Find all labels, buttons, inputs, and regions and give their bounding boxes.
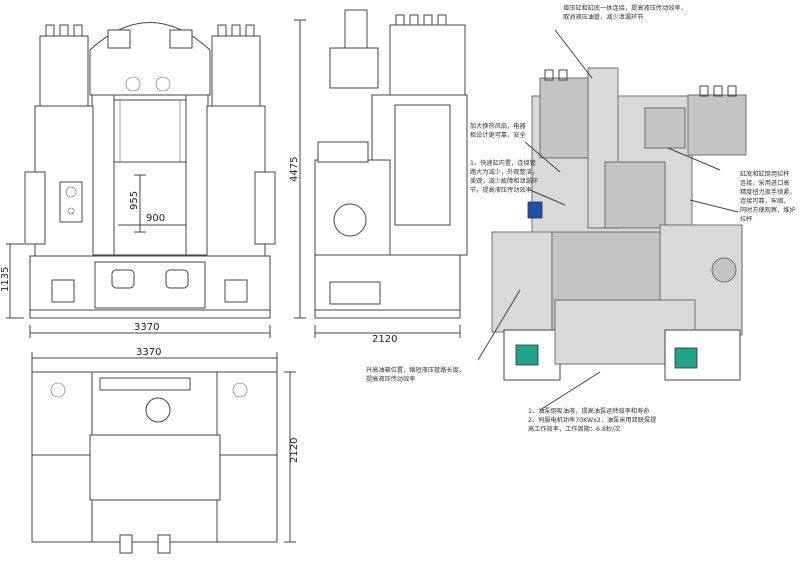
annotation-valve: 1、快速缸内置，连接管 路大为减少，外观整洁， 美观，减少故障和泄漏环 节，提高… [470,159,538,194]
side-porthole [333,203,367,237]
front-gauge-left [125,76,141,92]
note-top-line1: 增压缸和缸底一体连接，提高液压传动效率， [563,4,687,12]
front-motor-left [51,279,75,303]
front-control-panel [59,181,83,223]
front-column-left [91,94,115,256]
note-valve-line2: 路大为减少，外观整洁， [470,168,538,176]
plan-view [31,371,278,554]
front-column-right [185,94,209,256]
isometric-render [491,67,747,381]
front-upper-platen [113,99,187,163]
side-top-cylinder [344,9,368,51]
note-base-line6: 拉杆 [740,215,752,223]
dim-3370-plan: 3370 [136,347,161,358]
dim-3370-front: 3370 [134,322,159,333]
note-base-line4: 连接可靠，牢固， [740,197,790,205]
dim-2120-side: 2120 [372,334,397,345]
dim-900: 900 [146,213,165,224]
annotation-pump: 1、油泵倒吸油液，提高油泵运转效率和寿命 2、伺服电机功率70KWx2，油泵采用… [528,407,656,433]
plan-dimensions: 3370 2120 [31,347,300,543]
note-valve-line4: 节，提高液压传动效率 [470,186,532,194]
note-valve-line3: 美观，减少故障和泄漏环 [470,177,538,185]
front-motor-right [224,279,248,303]
side-dimensions: 4475 2120 [289,19,461,345]
front-valve-block-left [39,35,89,107]
note-top-line2: 取消液压油管，减少泄漏环节 [563,13,643,21]
note-pump-line3: 高工作效率，工作周期：6.8秒/次 [528,425,620,433]
note-cooling-line1: 加大换热风扇，电器 [470,122,526,130]
note-base-line5: 同时方便观察，维护 [740,206,796,214]
front-opening [113,161,187,256]
front-dome-window-right [169,29,193,49]
annotation-cooling: 加大换热风扇，电器 柜设计更可靠，安全 [470,122,526,139]
front-gauge-right [155,76,171,92]
note-cooling-line2: 柜设计更可靠，安全 [470,131,526,139]
dim-1135: 1135 [0,267,11,292]
side-valve-block [389,24,466,96]
front-foot [29,309,271,319]
render-pump [527,201,543,219]
plan-platen [89,434,221,501]
annotation-base: 缸底和缸筒用拉杆 连接，采用进口高 精度扭力扳手锁紧， 连接可靠，牢固， 同时方… [740,170,796,223]
side-motor [329,281,381,305]
note-pump-line2: 2、伺服电机功率70KWx2，油泵采用双联泵提 [528,416,656,424]
dim-2120-plan: 2120 [289,438,300,463]
front-dimensions: 955 900 3370 1135 [0,174,271,338]
note-valve-line1: 1、快速缸内置，连接管 [470,159,536,167]
note-tank-line1: 升高油箱位置，缩短液压管路长度， [366,366,465,374]
render-motor-left [515,344,539,366]
note-base-line2: 连接，采用进口高 [740,179,790,187]
front-valve-block-right [211,35,261,107]
render-left-cabinet [491,231,553,333]
note-tank-line2: 提高液压传动效率 [366,375,416,383]
render-motor-right [674,347,698,369]
note-pump-line1: 1、油泵倒吸油液，提高油泵运转效率和寿命 [528,407,650,415]
note-base-line3: 精度扭力扳手锁紧， [740,188,796,196]
annotation-top: 增压缸和缸底一体连接，提高液压传动效率， 取消液压油管，减少泄漏环节 [563,4,687,21]
dim-4475: 4475 [289,157,300,182]
callout-leaders [477,29,739,411]
note-base-line1: 缸底和缸筒用拉杆 [740,170,790,178]
front-view [24,22,276,319]
front-dome-window-left [107,29,131,49]
side-view [314,9,468,319]
dim-955: 955 [129,191,140,210]
annotation-tank: 升高油箱位置，缩短液压管路长度， 提高液压传动效率 [366,366,465,383]
